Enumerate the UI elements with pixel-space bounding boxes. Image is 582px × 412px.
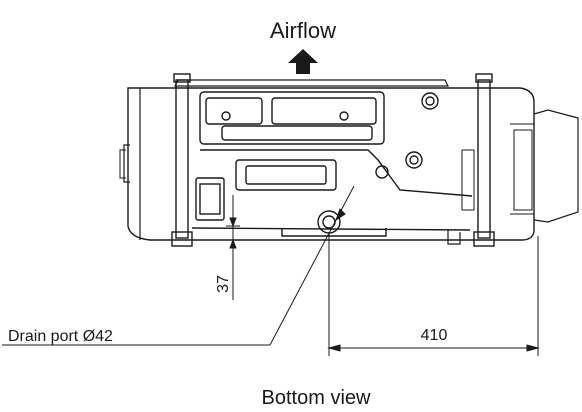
drain-port-label: Drain port Ø42 bbox=[8, 328, 113, 345]
arrow-up-icon bbox=[288, 49, 318, 74]
dimension-410-label: 410 bbox=[421, 327, 448, 344]
dimension-37-label: 37 bbox=[215, 275, 232, 293]
view-caption: Bottom view bbox=[262, 387, 371, 409]
dimension-37 bbox=[226, 195, 240, 300]
airflow-label: Airflow bbox=[270, 18, 336, 43]
dimension-410 bbox=[327, 232, 540, 356]
drain-port-leader bbox=[2, 185, 355, 346]
unit-outline bbox=[119, 73, 579, 247]
